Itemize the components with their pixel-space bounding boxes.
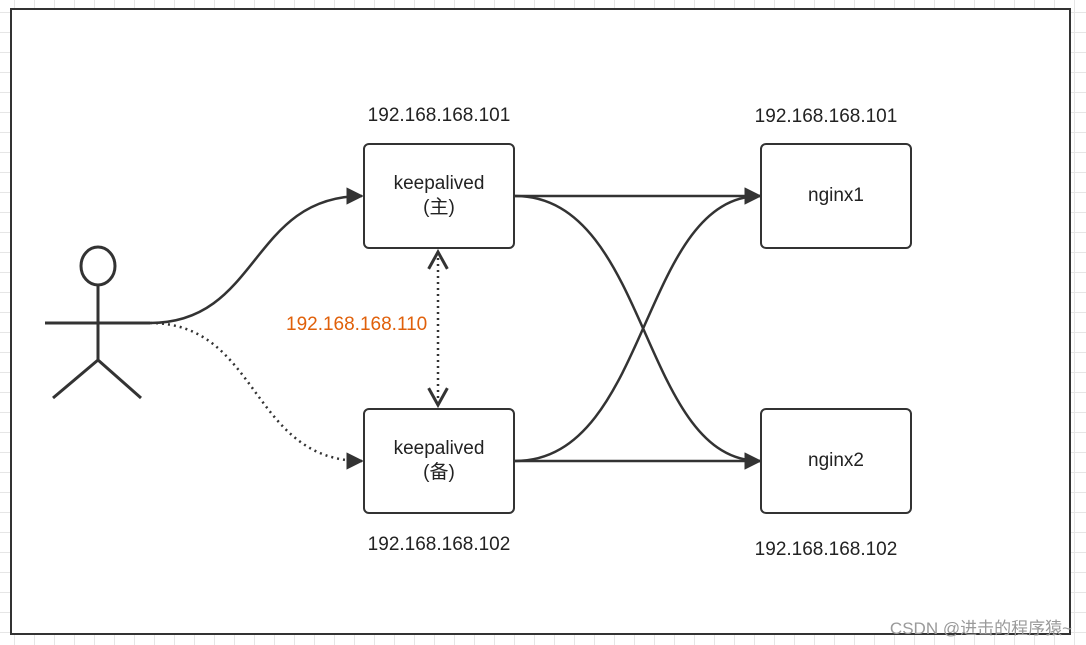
user-right-leg <box>97 358 142 400</box>
nginx1-name: nginx1 <box>808 185 864 206</box>
user-head <box>79 245 117 287</box>
keepalived-backup-name: keepalived <box>393 438 485 459</box>
nginx1-node[interactable]: nginx1 <box>760 143 912 249</box>
diagram-canvas <box>10 8 1071 635</box>
keepalived-backup-role: (备) <box>423 462 455 483</box>
master-ip-label: 192.168.168.101 <box>367 105 511 126</box>
keepalived-master-name: keepalived <box>393 173 485 194</box>
keepalived-master-role: (主) <box>423 197 455 218</box>
csdn-watermark: CSDN @进击的程序猿~ <box>889 619 1072 638</box>
user-left-leg <box>52 358 99 400</box>
edge-backup-to-nginx1 <box>514 187 762 463</box>
virtual-ip-label: 192.168.168.110 <box>286 314 428 335</box>
edge-master-to-nginx2 <box>514 194 762 470</box>
nginx2-node[interactable]: nginx2 <box>760 408 912 514</box>
edge-user-to-master <box>149 187 364 325</box>
nginx2-ip-label: 192.168.168.102 <box>754 539 898 560</box>
stick-figure-user-icon <box>45 245 150 400</box>
keepalived-backup-node[interactable]: keepalived (备) <box>363 408 515 514</box>
backup-ip-label: 192.168.168.102 <box>367 534 511 555</box>
edge-user-to-backup <box>149 321 364 470</box>
nginx1-ip-label: 192.168.168.101 <box>754 106 898 127</box>
nginx2-name: nginx2 <box>808 450 864 471</box>
keepalived-master-node[interactable]: keepalived (主) <box>363 143 515 249</box>
